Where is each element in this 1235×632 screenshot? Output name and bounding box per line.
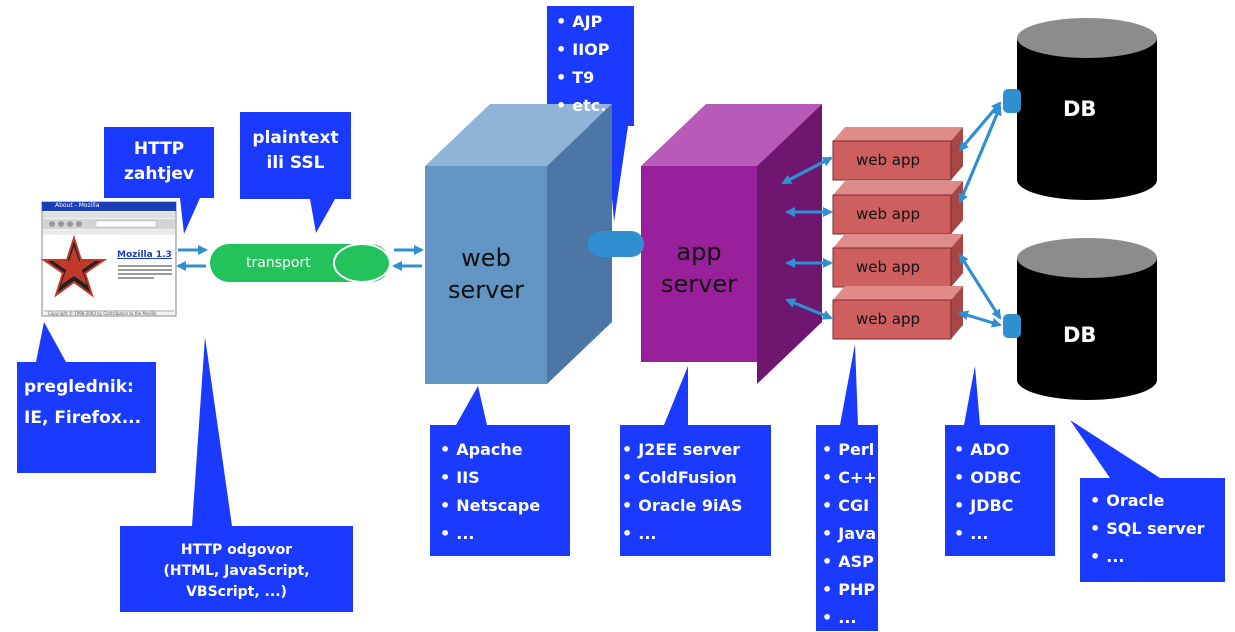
protocol-item: etc. xyxy=(556,92,634,120)
callout-app-servers: J2EE server ColdFusion Oracle 9iAS ... xyxy=(622,436,771,548)
db-label: DB xyxy=(1063,323,1097,347)
web-app-label: web app xyxy=(855,205,921,223)
web-app-label: web app xyxy=(855,258,921,276)
db-api-item: ADO xyxy=(954,436,1055,464)
browser-about-text-lines xyxy=(118,263,172,281)
web-server-item: Apache xyxy=(440,436,570,464)
database-item: SQL server xyxy=(1090,515,1225,543)
transport-label: transport xyxy=(246,255,311,271)
app-server-label-line-2: server xyxy=(661,270,737,298)
callout-plaintext-shape xyxy=(240,112,351,233)
web-app-label: web app xyxy=(855,310,921,328)
web-app-stack xyxy=(832,127,963,340)
app-server-item: ... xyxy=(622,520,771,548)
db-api-item: ... xyxy=(954,520,1055,548)
app-server-item: ColdFusion xyxy=(622,464,771,492)
callout-http-response-line-2: (HTML, JavaScript, xyxy=(163,563,310,579)
language-item: Java xyxy=(822,520,878,548)
server-connector-pipe xyxy=(588,231,644,257)
callout-plaintext: plaintext ili SSL xyxy=(240,126,351,176)
web-server-item: IIS xyxy=(440,464,570,492)
db-api-item: JDBC xyxy=(954,492,1055,520)
callout-databases: Oracle SQL server ... xyxy=(1090,487,1225,571)
web-server-label-line-1: web xyxy=(461,244,511,272)
protocol-item: T9 xyxy=(556,64,634,92)
callout-browser-line-1: preglednik: xyxy=(24,377,134,397)
database-bottom xyxy=(1003,238,1157,400)
web-server-item: Netscape xyxy=(440,492,570,520)
browser-window xyxy=(40,201,177,317)
callout-http-request-shape xyxy=(104,127,214,234)
language-item: Perl xyxy=(822,436,878,464)
protocol-item: AJP xyxy=(556,8,634,36)
protocol-item: IIOP xyxy=(556,36,634,64)
callout-http-response-shape xyxy=(120,337,353,612)
callout-web-servers: Apache IIS Netscape ... xyxy=(440,436,570,548)
database-item: ... xyxy=(1090,543,1225,571)
language-item: ... xyxy=(822,604,878,632)
app-server-item: J2EE server xyxy=(622,436,771,464)
browser-copyright: Copyright © 1998-2003 by Contributors to… xyxy=(48,311,157,316)
callout-browser: preglednik: IE, Firefox... xyxy=(24,372,156,434)
callout-http-request: HTTP zahtjev xyxy=(104,137,214,187)
callout-http-response-line-1: HTTP odgovor xyxy=(180,542,293,558)
callout-plaintext-line-1: plaintext xyxy=(252,128,339,148)
app-server-label-line-1: app xyxy=(676,238,722,266)
callout-browser-shape xyxy=(17,322,156,473)
callout-http-request-line-2: zahtjev xyxy=(123,164,195,184)
language-item: ASP xyxy=(822,548,878,576)
web-server-label: web server xyxy=(425,242,547,306)
database-item: Oracle xyxy=(1090,487,1225,515)
connection-arrows xyxy=(176,101,1002,328)
db-label: DB xyxy=(1063,97,1097,121)
callout-http-response-line-3: VBScript, ...) xyxy=(186,584,287,600)
web-server-label-line-2: server xyxy=(448,276,524,304)
callout-browser-line-2: IE, Firefox... xyxy=(24,408,142,428)
callout-protocols: AJP IIOP T9 etc. xyxy=(556,8,634,120)
db-api-item: ODBC xyxy=(954,464,1055,492)
language-item: PHP xyxy=(822,576,878,604)
language-item: CGI xyxy=(822,492,878,520)
web-app-label: web app xyxy=(855,151,921,169)
callout-plaintext-line-2: ili SSL xyxy=(266,153,325,173)
callout-http-response: HTTP odgovor (HTML, JavaScript, VBScript… xyxy=(120,540,353,603)
database-top xyxy=(1003,18,1157,200)
browser-window-title: About - Mozilla xyxy=(55,202,100,209)
transport-pill xyxy=(210,243,391,283)
callout-languages: Perl C++ CGI Java ASP PHP ... xyxy=(822,436,878,632)
app-server-label: app server xyxy=(641,236,757,300)
callout-http-request-line-1: HTTP xyxy=(133,139,185,159)
app-server-item: Oracle 9iAS xyxy=(622,492,771,520)
browser-about-title: Mozilla 1.3 xyxy=(117,250,172,260)
callout-db-apis: ADO ODBC JDBC ... xyxy=(954,436,1055,548)
app-server-box xyxy=(641,104,822,384)
language-item: C++ xyxy=(822,464,878,492)
web-server-item: ... xyxy=(440,520,570,548)
